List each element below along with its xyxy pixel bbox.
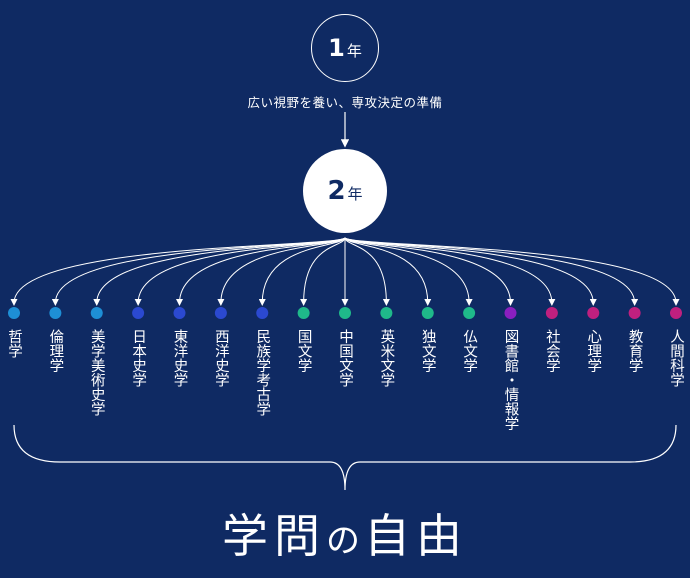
- year2-badge: 2 年: [303, 149, 387, 233]
- subject-dot: [628, 307, 641, 319]
- subject-label: 英米文学: [378, 329, 395, 387]
- grouping-brace: [13, 424, 677, 491]
- subject-dot: [214, 307, 227, 319]
- footer-title-part1: 学問: [222, 509, 326, 563]
- subject-label: 国文学: [295, 329, 312, 373]
- branch-arrow: [258, 237, 346, 306]
- subject-label: 哲学: [6, 329, 22, 358]
- subject-dot: [90, 307, 103, 319]
- subject-label: 仏文学: [461, 329, 478, 373]
- subject-label: 教育学: [626, 329, 643, 373]
- branch-connectors: [10, 237, 680, 306]
- subject-label: 民族学考古学: [254, 329, 271, 416]
- branch-arrow: [344, 237, 680, 306]
- subject-label: 独文学: [419, 329, 436, 373]
- branch-arrow: [300, 237, 346, 306]
- year2-number: 2: [327, 176, 346, 206]
- subject-label: 心理学: [585, 329, 602, 373]
- year1-number: 1: [328, 34, 345, 62]
- subject-dot: [339, 307, 351, 319]
- subject-dot: [463, 307, 476, 319]
- subject-dot: [670, 307, 682, 319]
- subject-dot: [421, 307, 434, 319]
- branch-arrow: [344, 237, 514, 306]
- footer-title-part2: の: [326, 521, 364, 561]
- subject-dots: [8, 307, 682, 319]
- subject-label: 東洋史学: [171, 329, 188, 387]
- subject-dot: [173, 307, 186, 319]
- subject-label: 倫理学: [47, 329, 64, 373]
- subject-dot: [132, 307, 145, 319]
- subject-dot: [587, 307, 600, 319]
- branch-arrow: [217, 237, 346, 306]
- subject-label: 社会学: [543, 329, 560, 373]
- year1-unit: 年: [346, 42, 362, 60]
- year2-unit: 年: [347, 185, 363, 203]
- branch-arrow: [344, 237, 390, 306]
- footer-title: 学問の自由: [0, 500, 690, 566]
- subject-dot: [545, 307, 558, 319]
- subject-label: 中国文学: [337, 329, 353, 387]
- branch-arrow: [176, 237, 346, 306]
- subject-label: 図書館・情報学: [502, 329, 519, 431]
- subject-dot: [297, 307, 310, 319]
- subject-dot: [8, 307, 20, 319]
- subject-label: 美学美術史学: [88, 329, 105, 416]
- year1-caption: 広い視野を養い、専攻決定の準備: [247, 95, 443, 110]
- branch-arrow: [10, 237, 346, 306]
- year1-badge: 1 年: [311, 14, 379, 82]
- footer-title-part3: 自由: [364, 509, 468, 563]
- subject-label: 人間科学: [668, 329, 684, 387]
- subject-dot: [256, 307, 269, 319]
- subject-dot: [49, 307, 62, 319]
- subject-label: 日本史学: [130, 329, 147, 387]
- subject-dot: [380, 307, 393, 319]
- subject-label: 西洋史学: [212, 329, 229, 387]
- subject-dot: [504, 307, 517, 319]
